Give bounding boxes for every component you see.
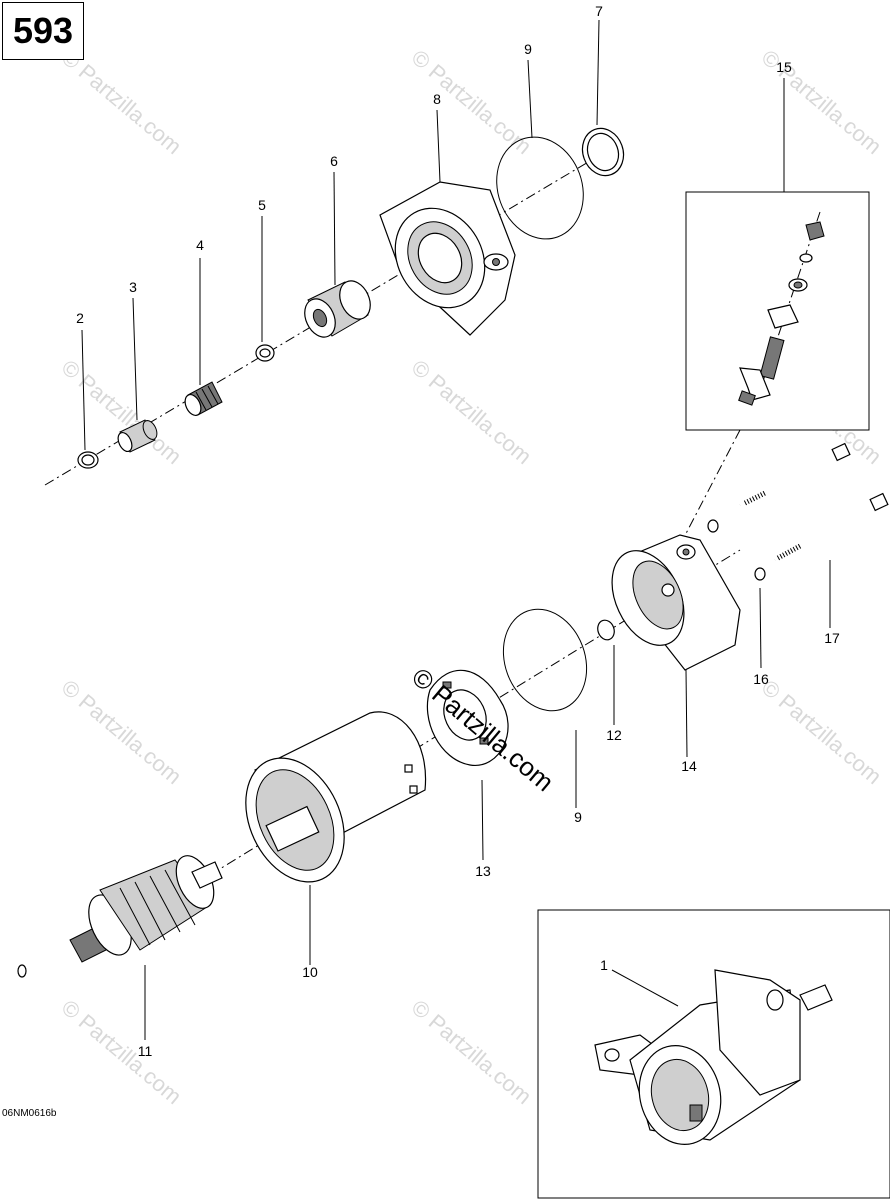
part-5-washer (255, 344, 275, 362)
callout-14: 14 (681, 758, 697, 774)
part-16-washers (707, 519, 766, 581)
part-4-spring (184, 381, 223, 416)
part-2-ring (77, 451, 99, 469)
callout-1: 1 (600, 957, 608, 973)
callout-16: 16 (753, 671, 769, 687)
diagram-code: 06NM0616b (2, 1108, 57, 1119)
callout-13: 13 (475, 863, 491, 879)
part-9-oring-upper (496, 136, 584, 240)
callout-9-upper: 9 (524, 41, 532, 57)
part-10-yoke (245, 711, 427, 883)
part-14-end-housing (611, 534, 741, 671)
part-12-oring (597, 619, 615, 641)
page-number: 593 (12, 10, 74, 51)
callout-9-lower: 9 (574, 809, 582, 825)
page-number-box: 593 (2, 2, 84, 60)
callout-7: 7 (595, 3, 603, 19)
part-17-bolts (739, 442, 889, 561)
part-7-seal (581, 127, 625, 177)
watermark: © Partzilla.com (57, 995, 187, 1109)
watermark: © Partzilla.com (407, 995, 537, 1109)
callout-6: 6 (330, 153, 338, 169)
watermark: © Partzilla.com (57, 675, 187, 789)
watermark: © Partzilla.com (757, 675, 887, 789)
callout-4: 4 (196, 237, 204, 253)
part-8-drive-housing (379, 181, 516, 336)
callout-11: 11 (138, 1043, 153, 1059)
leader-lines (81, 19, 831, 1040)
callout-2: 2 (76, 310, 84, 326)
callout-12: 12 (606, 727, 622, 743)
callout-3: 3 (129, 279, 137, 295)
callout-17: 17 (824, 630, 840, 646)
inset-box-assembled (537, 909, 890, 1199)
watermark: © Partzilla.com (407, 355, 537, 469)
detail-box-15 (685, 191, 870, 431)
watermark: © Partzilla.com (57, 45, 187, 159)
leader-line-1 (611, 969, 679, 1007)
callout-5: 5 (258, 197, 266, 213)
part-11-armature (17, 855, 223, 978)
part-3-bushing (117, 419, 158, 453)
callout-10: 10 (302, 964, 318, 980)
part-9-oring-lower (502, 608, 588, 712)
part-13-brush-plate (426, 669, 509, 766)
detail-link-line (679, 429, 741, 546)
callout-8: 8 (433, 91, 441, 107)
callout-labels: 2 3 4 5 6 7 8 9 9 10 11 12 13 14 15 16 1… (76, 3, 840, 1059)
callout-15: 15 (776, 59, 792, 75)
part-6-pinion-gear (304, 280, 371, 338)
